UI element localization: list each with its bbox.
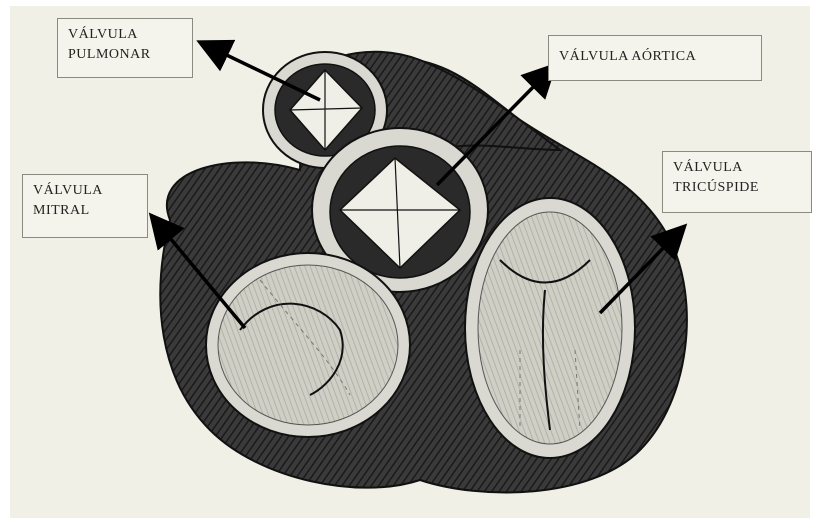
- mitral-valve: [206, 253, 410, 437]
- pulmonary-label-line2: PULMONAR: [68, 45, 182, 65]
- mitral-label-line1: VÁLVULA: [33, 181, 137, 201]
- tricuspid-label-line2: TRICÚSPIDE: [673, 178, 801, 198]
- aortic-valve-label: VÁLVULA AÓRTICA: [548, 35, 762, 81]
- aortic-label-line1: VÁLVULA AÓRTICA: [559, 47, 751, 67]
- mitral-label-line2: MITRAL: [33, 201, 137, 221]
- tricuspid-valve-label: VÁLVULA TRICÚSPIDE: [662, 151, 812, 213]
- mitral-valve-label: VÁLVULA MITRAL: [22, 174, 148, 238]
- tricuspid-label-line1: VÁLVULA: [673, 158, 801, 178]
- pulmonary-valve-label: VÁLVULA PULMONAR: [57, 18, 193, 78]
- tricuspid-valve: [465, 198, 635, 458]
- pulmonary-label-line1: VÁLVULA: [68, 25, 182, 45]
